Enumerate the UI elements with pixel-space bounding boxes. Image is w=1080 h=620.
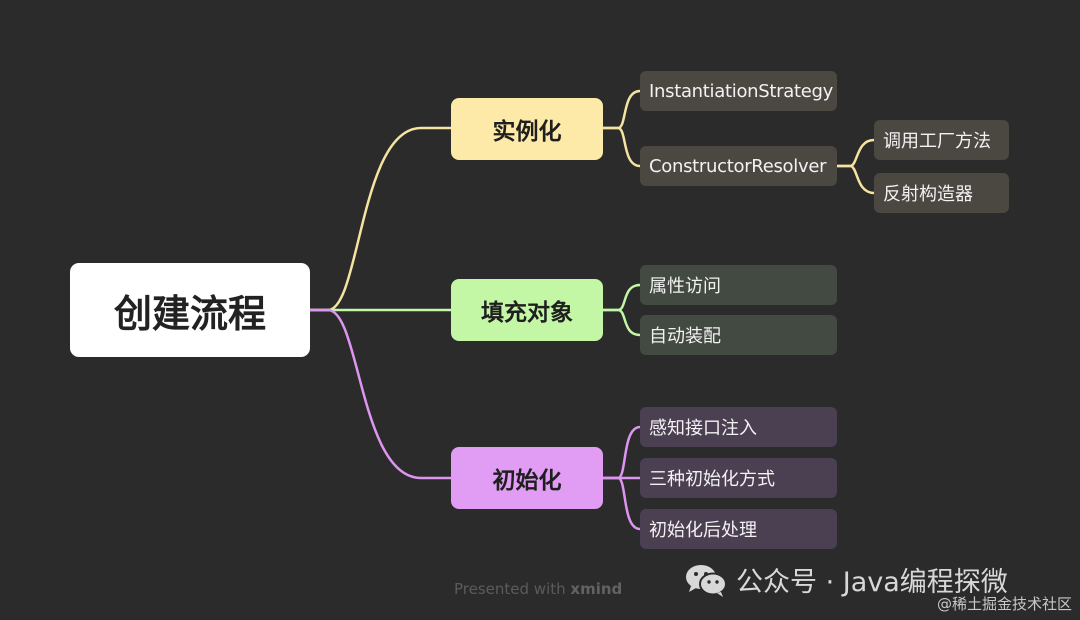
wechat-icon [686, 564, 727, 597]
root-topic[interactable]: 创建流程 [70, 263, 310, 357]
connector-root-instantiate [310, 126, 451, 312]
connector-root-initialize [310, 308, 451, 480]
topic-property-access[interactable]: 属性访问 [640, 265, 837, 305]
topic-instantiation-strategy[interactable]: InstantiationStrategy [640, 71, 837, 111]
topic-constructor-resolver[interactable]: ConstructorResolver [640, 146, 837, 186]
connector-instantiate-resolver [603, 126, 641, 168]
topic-factory-method[interactable]: 调用工厂方法 [874, 120, 1009, 160]
topic-post-processing[interactable]: 初始化后处理 [640, 509, 837, 549]
connector-resolver-reflect [837, 164, 875, 195]
connector-resolver-factory [837, 138, 875, 168]
wechat-account-name: 公众号 · Java编程探微 [736, 567, 1008, 598]
connector-initialize-post [603, 476, 641, 531]
connector-initialize-aware [603, 425, 641, 480]
branch-populate[interactable]: 填充对象 [451, 279, 603, 341]
presented-with-text: Presented with [454, 580, 566, 598]
topic-aware-injection[interactable]: 感知接口注入 [640, 407, 837, 447]
topic-init-methods[interactable]: 三种初始化方式 [640, 458, 837, 498]
topic-autowire[interactable]: 自动装配 [640, 315, 837, 355]
branch-instantiate[interactable]: 实例化 [451, 98, 603, 160]
xmind-brand: xmind [570, 580, 623, 598]
topic-reflect-constructor[interactable]: 反射构造器 [874, 173, 1009, 213]
presented-with-footer: Presented with xmind [454, 580, 622, 598]
wechat-watermark: 公众号 · Java编程探微 [684, 560, 1008, 599]
branch-initialize[interactable]: 初始化 [451, 447, 603, 509]
connector-populate-access [603, 283, 641, 312]
connector-instantiate-strategy [603, 89, 641, 130]
connector-populate-autowire [603, 308, 641, 337]
juejin-site-watermark: @稀土掘金技术社区 [936, 595, 1072, 613]
